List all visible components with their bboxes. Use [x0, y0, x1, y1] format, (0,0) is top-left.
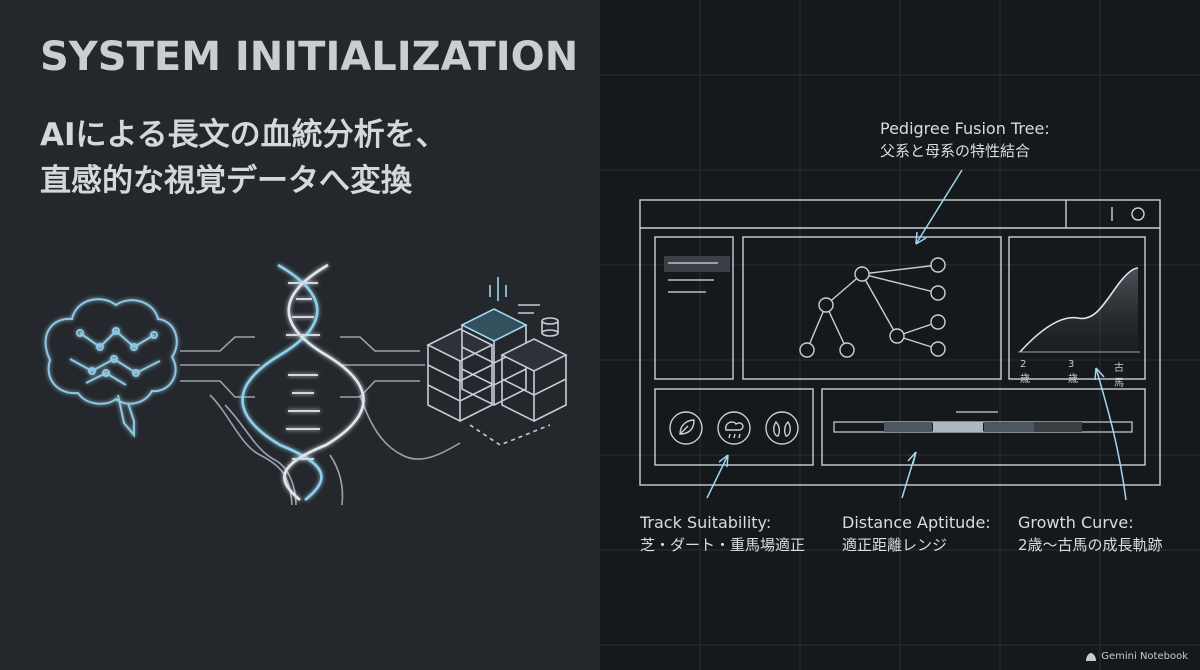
- subtitle-line-1: AIによる長文の血統分析を、: [40, 117, 447, 153]
- server-stack-icon: [426, 277, 568, 446]
- gemini-notebook-badge: Gemini Notebook: [1085, 651, 1188, 662]
- badge-label: Gemini Notebook: [1101, 651, 1188, 662]
- distance-aptitude-panel: [821, 388, 1146, 466]
- annotation-growth-heading: Growth Curve:: [1018, 513, 1134, 532]
- rain-cloud-icon: [717, 411, 751, 445]
- right-panel: 2歳 3歳 古馬 Pedigree Fusion Tree: 父系と母系の特性結…: [600, 0, 1200, 670]
- background-grid: [600, 0, 1200, 670]
- annotation-pedigree: Pedigree Fusion Tree: 父系と母系の特性結合: [880, 118, 1050, 162]
- pedigree-tree-panel: [742, 236, 1002, 380]
- distance-range-bar: [833, 411, 1133, 433]
- dashboard-window-frame: [639, 199, 1161, 486]
- track-icons: [669, 411, 799, 445]
- growth-curve-chart: [1018, 267, 1140, 353]
- growth-axis-label-3yo: 3歳: [1068, 359, 1078, 385]
- ai-dna-data-illustration: [44, 263, 568, 506]
- page-subtitle: AIによる長文の血統分析を、 直感的な視覚データへ変換: [40, 112, 447, 204]
- leaf-icon: [669, 411, 703, 445]
- annotation-track: Track Suitability: 芝・ダート・重馬場適正: [640, 512, 805, 556]
- sidebar-panel: [654, 236, 734, 380]
- annotation-arrows: [706, 169, 1127, 501]
- brain-icon: [44, 298, 178, 438]
- track-suitability-panel: [654, 388, 814, 466]
- subtitle-line-2: 直感的な視覚データへ変換: [40, 163, 412, 199]
- annotation-distance: Distance Aptitude: 適正距離レンジ: [842, 512, 991, 556]
- annotation-growth: Growth Curve: 2歳〜古馬の成長軌跡: [1018, 512, 1163, 556]
- annotation-distance-heading: Distance Aptitude:: [842, 513, 991, 532]
- window-control-icon: [1131, 207, 1145, 221]
- pedigree-tree-diagram: [799, 257, 946, 358]
- annotation-track-detail: 芝・ダート・重馬場適正: [640, 536, 806, 554]
- hoof-icon: [765, 411, 799, 445]
- annotation-pedigree-heading: Pedigree Fusion Tree:: [880, 119, 1050, 138]
- dashboard-wireframe: [639, 169, 1161, 501]
- annotation-track-heading: Track Suitability:: [640, 513, 772, 532]
- annotation-growth-detail: 2歳〜古馬の成長軌跡: [1018, 536, 1163, 554]
- growth-curve-panel: [1008, 236, 1146, 380]
- growth-axis-label-2yo: 2歳: [1020, 359, 1030, 385]
- notebook-logo-icon: [1086, 652, 1097, 661]
- dna-helix-icon: [241, 263, 365, 502]
- annotation-pedigree-detail: 父系と母系の特性結合: [880, 142, 1031, 160]
- page-title: SYSTEM INITIALIZATION: [40, 34, 579, 80]
- growth-axis-label-older: 古馬: [1114, 363, 1124, 389]
- flow-lines: [180, 336, 461, 506]
- annotation-distance-detail: 適正距離レンジ: [842, 536, 948, 554]
- left-panel: SYSTEM INITIALIZATION AIによる長文の血統分析を、 直感的…: [40, 34, 579, 506]
